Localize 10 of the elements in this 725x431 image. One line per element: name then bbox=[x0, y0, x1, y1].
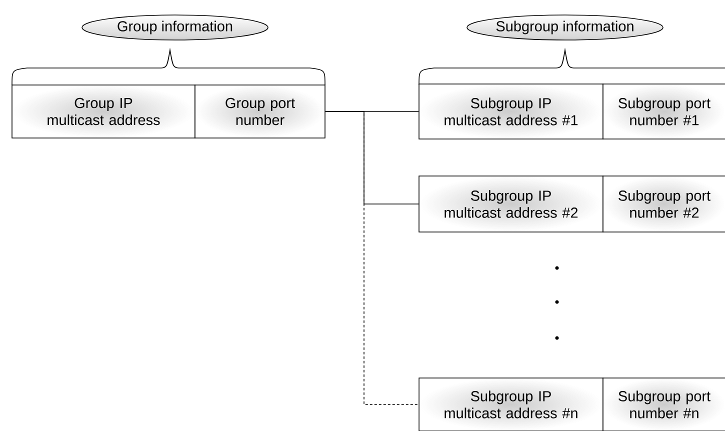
field-cell: Subgroup IP multicast address #1 bbox=[418, 84, 604, 140]
connector-line bbox=[325, 111, 419, 204]
field-cell: Subgroup port number #n bbox=[602, 378, 725, 431]
field-cell: Subgroup IP multicast address #n bbox=[418, 378, 604, 431]
field-cell: Group port number bbox=[194, 84, 326, 138]
field-cell: Group IP multicast address bbox=[12, 84, 196, 138]
field-cell: Subgroup port number #1 bbox=[602, 84, 725, 140]
field-cell: Subgroup IP multicast address #2 bbox=[418, 176, 604, 232]
field-cell: Subgroup port number #2 bbox=[602, 176, 725, 232]
connector-line bbox=[325, 111, 419, 405]
